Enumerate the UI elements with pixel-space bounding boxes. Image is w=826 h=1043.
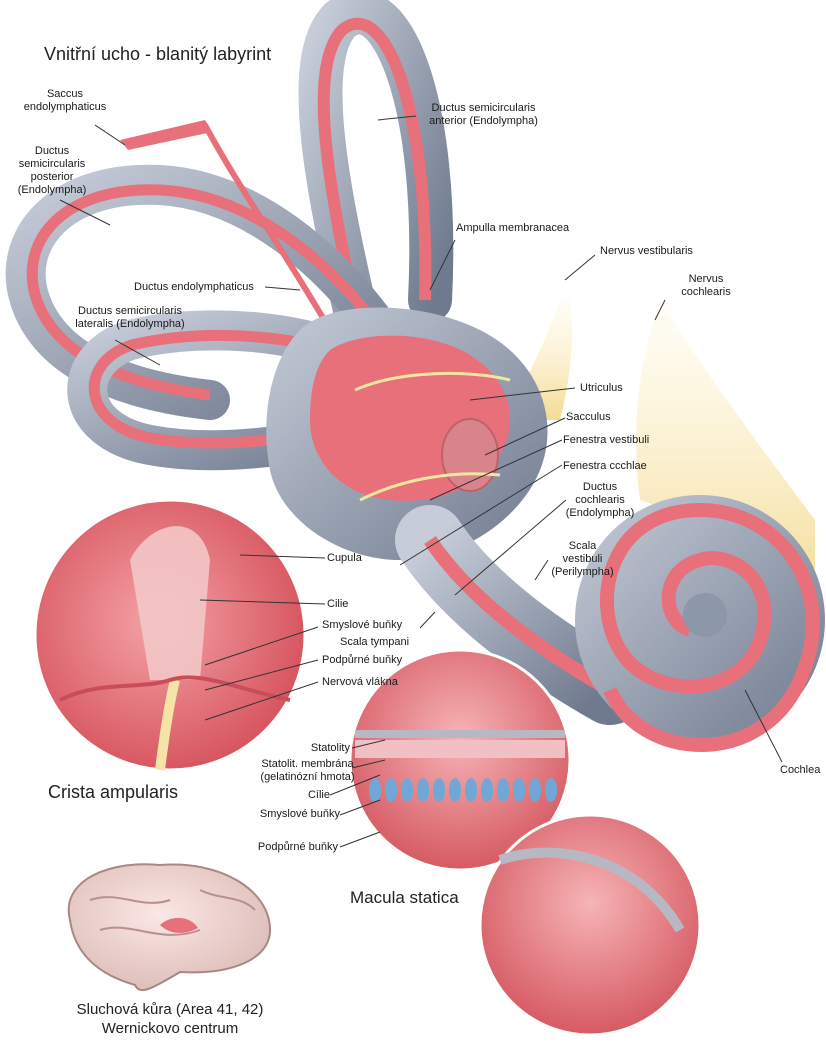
label-podpurne-bunky-crista: Podpůrné buňky [322,654,402,667]
caption-macula-statica: Macula statica [350,888,459,908]
macula-hair-cell [497,778,509,802]
label-nervova-vlakna: Nervová vlákna [322,676,398,689]
macula-detail-inset [480,815,700,1035]
macula-hair-cell [481,778,493,802]
macula-hair-cell [529,778,541,802]
label-cupula: Cupula [327,552,362,565]
macula-hair-cell [385,778,397,802]
macula-hair-cell [369,778,381,802]
macula-hair-cell [417,778,429,802]
label-ductus-posterior: Ductus semicircularis posterior (Endolym… [8,145,96,197]
macula-hair-cell [433,778,445,802]
macula-hair-cell [513,778,525,802]
label-cilie-macula: Cílie [260,789,330,802]
cochlea [575,495,825,745]
label-fenestra-vestibuli: Fenestra vestibuli [563,434,649,447]
label-smyslove-bunky-crista: Smyslové buňky [322,619,402,632]
label-statolit-membrana: Statolit. membrána (gelatinózní hmota) [250,758,365,784]
label-fenestra-cochlae: Fenestra ccchlae [563,460,647,473]
label-utriculus: Utriculus [580,382,623,395]
macula-hair-cell [401,778,413,802]
label-smyslove-bunky-macula: Smyslové buňky [220,808,340,821]
crista-ampularis-inset [35,500,305,770]
page-title: Vnitřní ucho - blanitý labyrint [44,44,271,65]
macula-hair-cell [545,778,557,802]
caption-brain: Sluchová kůra (Area 41, 42) Wernickovo c… [60,1000,280,1038]
label-nervus-cochlearis: Nervus cochlearis [676,273,736,299]
label-cilie-crista: Cilie [327,598,348,611]
label-statolity: Statolity [270,742,350,755]
macula-hair-cell [449,778,461,802]
label-scala-vestibuli: Scala vestibuli (Perilympha) [545,540,620,579]
label-ductus-anterior: Ductus semicircularis anterior (Endolymp… [416,102,551,128]
caption-crista-ampularis: Crista ampularis [48,782,178,803]
label-scala-tympani: Scala tympani [340,636,409,649]
label-podpurne-bunky-macula: Podpůrné buňky [220,841,338,854]
label-ductus-lateralis: Ductus semicircularis lateralis (Endolym… [60,305,200,331]
label-ductus-endolymphaticus: Ductus endolymphaticus [134,281,254,294]
label-nervus-vestibularis: Nervus vestibularis [600,245,693,258]
macula-hair-cell [465,778,477,802]
label-ductus-cochlearis: Ductus cochlearis (Endolympha) [560,481,640,520]
label-saccus-endolymphaticus: Saccus endolymphaticus [10,88,120,114]
label-cochlea: Cochlea [780,764,820,777]
label-sacculus: Sacculus [566,411,611,424]
label-ampulla-membranacea: Ampulla membranacea [456,222,569,235]
brain-illustration [69,864,270,990]
